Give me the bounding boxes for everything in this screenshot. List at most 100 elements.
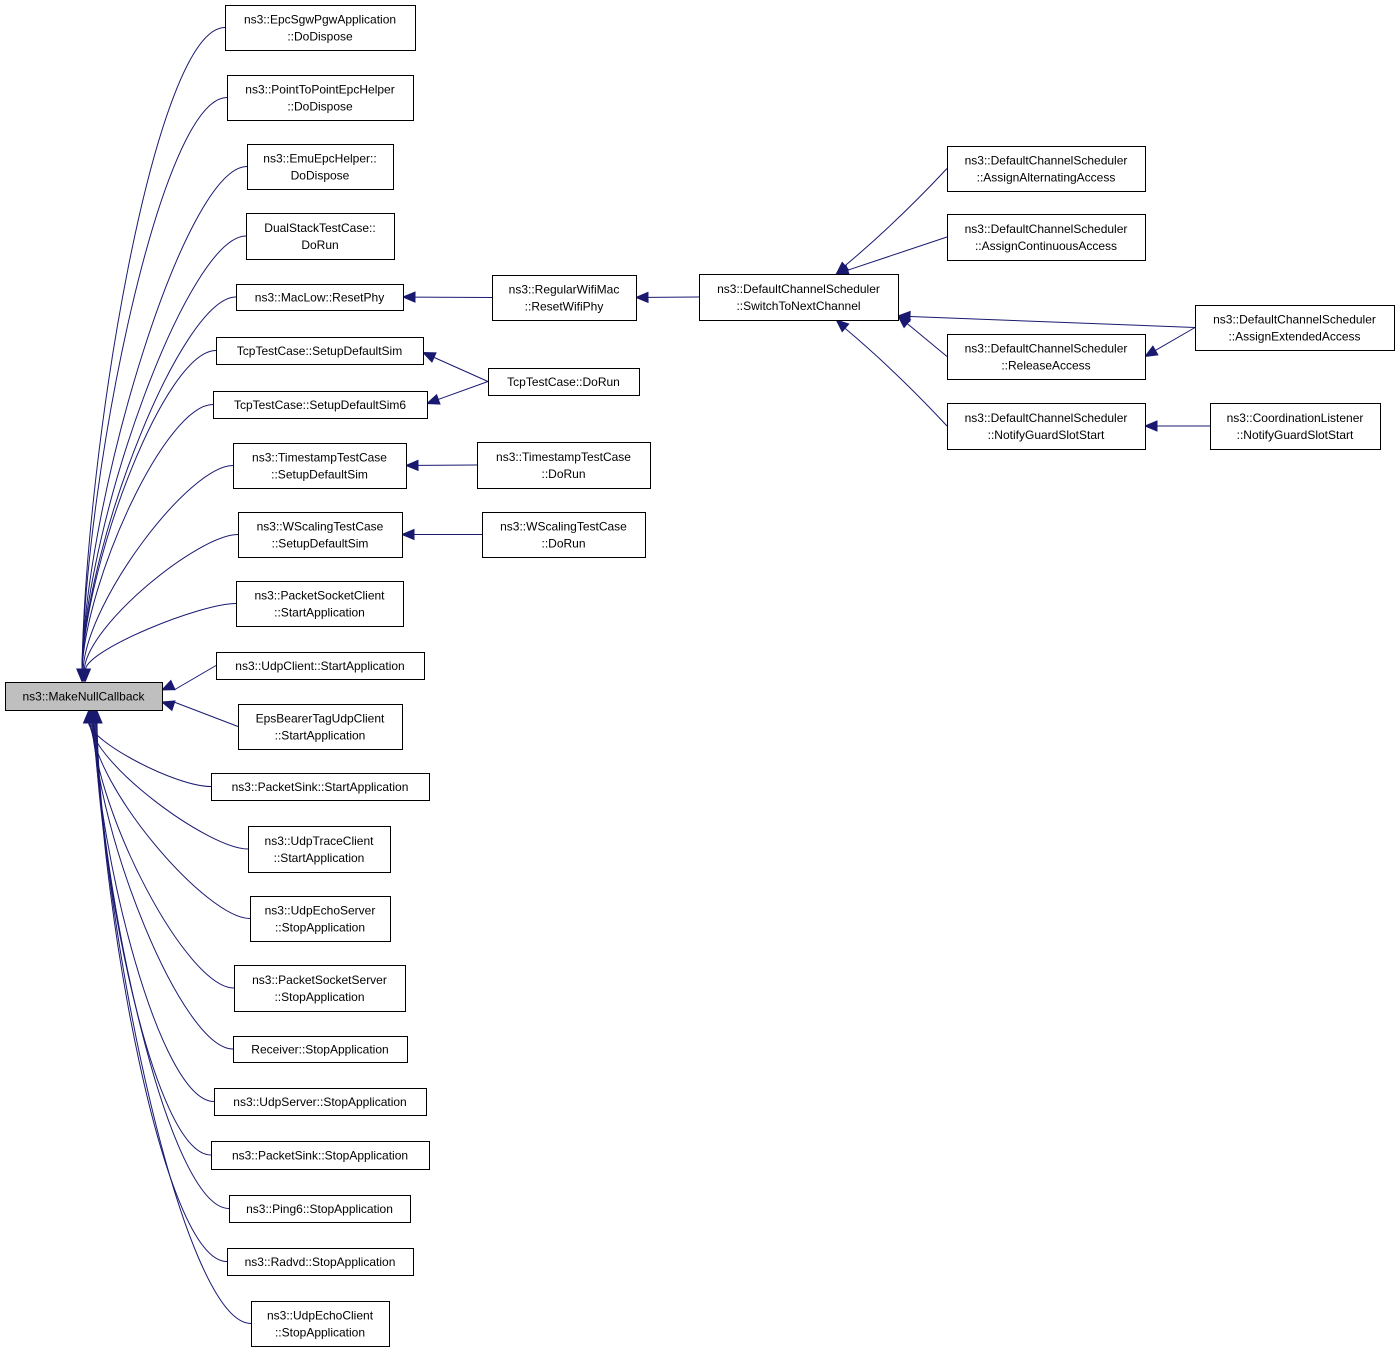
edge-packetsink_start-to-root bbox=[82, 709, 212, 787]
node-wscaling-dorun[interactable]: ns3::WScalingTestCase::DoRun bbox=[482, 512, 646, 558]
node-root[interactable]: ns3::MakeNullCallback bbox=[5, 682, 163, 711]
node-dcs-extended[interactable]: ns3::DefaultChannelScheduler::AssignExte… bbox=[1195, 305, 1395, 351]
node-label: ::StartApplication bbox=[275, 729, 366, 743]
node-label: ns3::PacketSink::StopApplication bbox=[232, 1149, 408, 1163]
arrowhead bbox=[401, 291, 416, 303]
node-psclient-start[interactable]: ns3::PacketSocketClient::StartApplicatio… bbox=[236, 581, 404, 627]
node-label: EpsBearerTagUdpClient bbox=[256, 712, 385, 726]
edge-radvd_stop-to-root bbox=[90, 709, 228, 1262]
edge-epsbearer_start-to-root bbox=[160, 700, 239, 727]
node-label: ns3::PacketSink::StartApplication bbox=[232, 780, 409, 794]
node-ping6-stop[interactable]: ns3::Ping6::StopApplication bbox=[229, 1195, 411, 1223]
node-box bbox=[211, 773, 430, 801]
node-label: ::StopApplication bbox=[275, 1326, 365, 1340]
arrowhead bbox=[160, 700, 176, 712]
node-box bbox=[947, 403, 1146, 450]
node-label: ::ResetWifiPhy bbox=[525, 300, 604, 314]
node-psserver-stop[interactable]: ns3::PacketSocketServer::StopApplication bbox=[234, 965, 406, 1012]
node-label: ::DoDispose bbox=[287, 100, 353, 114]
node-box bbox=[238, 704, 403, 750]
node-box bbox=[233, 1036, 408, 1063]
node-box bbox=[227, 75, 414, 121]
node-label: ns3::DefaultChannelScheduler bbox=[965, 342, 1128, 356]
node-udpechoserver-stop[interactable]: ns3::UdpEchoServer::StopApplication bbox=[250, 896, 391, 942]
arrowhead bbox=[421, 351, 437, 363]
edge-line bbox=[84, 603, 237, 670]
node-label: ::SwitchToNextChannel bbox=[736, 299, 860, 313]
node-box bbox=[234, 965, 406, 1012]
arrowhead bbox=[425, 393, 441, 405]
edge-wscaling_dorun-to-wscaling_setup bbox=[400, 528, 482, 541]
edge-packetsink_stop-to-root bbox=[88, 709, 212, 1156]
node-packetsink-start[interactable]: ns3::PacketSink::StartApplication bbox=[211, 773, 430, 801]
edge-line bbox=[81, 97, 228, 670]
node-dcs-alternating[interactable]: ns3::DefaultChannelScheduler::AssignAlte… bbox=[947, 146, 1146, 192]
node-udptrace-start[interactable]: ns3::UdpTraceClient::StartApplication bbox=[248, 826, 391, 873]
edge-dcs_alternating-to-dcs_switch bbox=[835, 168, 948, 275]
node-udpechoclient-stop[interactable]: ns3::UdpEchoClient::StopApplication bbox=[251, 1301, 390, 1347]
node-udpclient-start[interactable]: ns3::UdpClient::StartApplication bbox=[216, 652, 425, 680]
node-label: ::StopApplication bbox=[275, 921, 365, 935]
node-udpserver-stop[interactable]: ns3::UdpServer::StopApplication bbox=[214, 1088, 427, 1116]
node-coord-notify[interactable]: ns3::CoordinationListener::NotifyGuardSl… bbox=[1210, 403, 1381, 450]
node-label: ::SetupDefaultSim bbox=[271, 468, 368, 482]
node-emu-epc-dispose[interactable]: ns3::EmuEpcHelper::DoDispose bbox=[247, 144, 394, 190]
edge-line bbox=[438, 381, 489, 400]
node-timestamp-dorun[interactable]: ns3::TimestampTestCase::DoRun bbox=[477, 442, 651, 489]
node-label: ::StartApplication bbox=[274, 606, 365, 620]
node-receiver-stop[interactable]: Receiver::StopApplication bbox=[233, 1036, 408, 1063]
edge-dcs_switch-to-regularwifimac_reset bbox=[634, 291, 700, 304]
node-box bbox=[236, 581, 404, 627]
node-wscaling-setup[interactable]: ns3::WScalingTestCase::SetupDefaultSim bbox=[238, 512, 403, 558]
edge-line bbox=[81, 350, 217, 670]
node-dcs-switch[interactable]: ns3::DefaultChannelScheduler::SwitchToNe… bbox=[699, 274, 899, 321]
node-tcp-setup-sim6[interactable]: TcpTestCase::SetupDefaultSim6 bbox=[213, 391, 428, 419]
node-dcs-release[interactable]: ns3::DefaultChannelScheduler::ReleaseAcc… bbox=[947, 334, 1146, 380]
arrowhead bbox=[634, 291, 649, 304]
node-label: ::AssignExtendedAccess bbox=[1228, 330, 1360, 344]
edge-coord_notify-to-dcs_notify bbox=[1143, 420, 1210, 432]
node-p2p-epc-dispose[interactable]: ns3::PointToPointEpcHelper::DoDispose bbox=[227, 75, 414, 121]
node-packetsink-stop[interactable]: ns3::PacketSink::StopApplication bbox=[211, 1141, 430, 1170]
edge-dcs_continuous-to-dcs_switch bbox=[835, 236, 948, 276]
node-maclow-resetphy[interactable]: ns3::MacLow::ResetPhy bbox=[236, 284, 404, 311]
node-timestamp-setup[interactable]: ns3::TimestampTestCase::SetupDefaultSim bbox=[233, 443, 407, 489]
edge-line bbox=[844, 168, 948, 267]
node-tcp-setup-sim[interactable]: TcpTestCase::SetupDefaultSim bbox=[216, 337, 424, 365]
node-box bbox=[246, 213, 395, 260]
node-label: TcpTestCase::SetupDefaultSim bbox=[237, 344, 402, 358]
edge-line bbox=[1155, 327, 1196, 351]
node-box bbox=[251, 1301, 390, 1347]
node-label: DualStackTestCase:: bbox=[264, 221, 375, 235]
edge-line bbox=[92, 722, 234, 1050]
node-epc-sgw-dispose[interactable]: ns3::EpcSgwPgwApplication::DoDispose bbox=[225, 5, 416, 51]
node-box bbox=[250, 896, 391, 942]
node-label: Receiver::StopApplication bbox=[251, 1043, 388, 1057]
edge-dcs_notify-to-dcs_switch bbox=[835, 319, 948, 427]
node-dualstack-dorun[interactable]: DualStackTestCase::DoRun bbox=[246, 213, 395, 260]
node-regularwifimac-reset[interactable]: ns3::RegularWifiMac::ResetWifiPhy bbox=[492, 275, 637, 321]
node-radvd-stop[interactable]: ns3::Radvd::StopApplication bbox=[227, 1248, 414, 1276]
edge-line bbox=[173, 665, 217, 691]
node-box bbox=[216, 337, 424, 365]
node-label: DoDispose bbox=[291, 169, 350, 183]
edge-line bbox=[81, 235, 247, 670]
node-label: ns3::EpcSgwPgwApplication bbox=[244, 13, 396, 27]
edge-line bbox=[81, 404, 214, 670]
node-label: ns3::UdpClient::StartApplication bbox=[235, 659, 404, 673]
node-label: ns3::Radvd::StopApplication bbox=[245, 1255, 396, 1269]
node-box bbox=[211, 1141, 430, 1170]
node-box bbox=[216, 652, 425, 680]
node-box bbox=[247, 144, 394, 190]
node-tcp-dorun[interactable]: TcpTestCase::DoRun bbox=[488, 368, 640, 396]
node-box bbox=[236, 284, 404, 311]
edge-tcp_setup_sim-to-root bbox=[76, 350, 217, 683]
node-label: ::NotifyGuardSlotStart bbox=[1237, 428, 1354, 442]
node-label: ns3::Ping6::StopApplication bbox=[246, 1202, 393, 1216]
node-epsbearer-start[interactable]: EpsBearerTagUdpClient::StartApplication bbox=[238, 704, 403, 750]
arrowhead bbox=[896, 315, 912, 329]
node-box bbox=[248, 826, 391, 873]
node-dcs-notify[interactable]: ns3::DefaultChannelScheduler::NotifyGuar… bbox=[947, 403, 1146, 450]
node-dcs-continuous[interactable]: ns3::DefaultChannelScheduler::AssignCont… bbox=[947, 214, 1146, 261]
